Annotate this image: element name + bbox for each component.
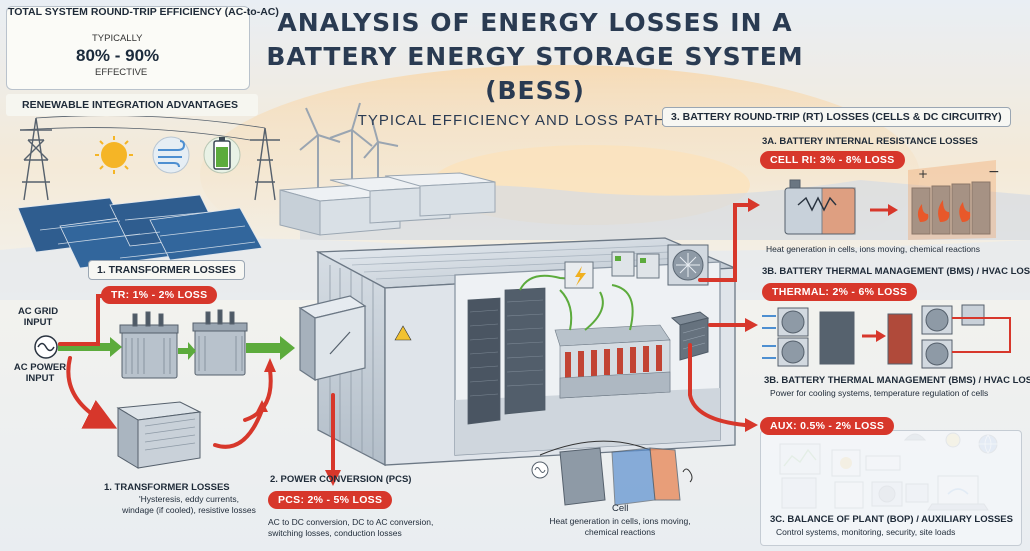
efficiency-title: TOTAL SYSTEM ROUND-TRIP EFFICIENCY (AC-t… xyxy=(8,6,279,18)
ac-power-input-label: AC POWER INPUT xyxy=(10,362,70,384)
aux-desc: Control systems, monitoring, security, s… xyxy=(776,527,956,537)
pcs-desc-line-1: AC to DC conversion, DC to AC conversion… xyxy=(268,517,434,527)
ac-power-input-line-2: INPUT xyxy=(25,373,55,384)
battery-3a-title: 3A. BATTERY INTERNAL RESISTANCE LOSSES xyxy=(762,136,978,147)
page-subtitle: TYPICAL EFFICIENCY AND LOSS PATHWAYS xyxy=(357,112,713,129)
transmission-tower-icon xyxy=(19,115,280,201)
hvac-fan-unit xyxy=(667,244,709,286)
battery-cells xyxy=(554,324,671,399)
ac-grid-input-label: AC GRID INPUT xyxy=(14,306,62,328)
battery-3a-loss-pill: CELL RI: 3% - 8% LOSS xyxy=(760,151,905,169)
battery-rt-header: 3. BATTERY ROUND-TRIP (RT) LOSSES (CELLS… xyxy=(662,107,1011,127)
hvac-illustration xyxy=(762,304,1011,369)
ac-power-input-line-1: AC POWER xyxy=(13,362,67,373)
ac-grid-input-line-2: INPUT xyxy=(23,317,53,328)
solar-panel-array xyxy=(17,194,263,269)
aux-cabinet xyxy=(670,311,710,361)
pcs-desc-line-2: switching losses, conduction losses xyxy=(268,528,402,538)
svg-text:−: − xyxy=(988,164,1000,180)
pcs-cabinet xyxy=(564,251,660,289)
battery-internal-resistance-illustration: + − xyxy=(784,160,1000,240)
renewables-banner xyxy=(6,94,258,116)
pcs-title: 2. POWER CONVERSION (PCS) xyxy=(270,474,412,485)
pcs-desc: AC to DC conversion, DC to AC conversion… xyxy=(268,517,488,539)
cell-closeup-illustration xyxy=(531,440,693,506)
cell-desc-line-2: chemical reactions xyxy=(584,527,656,537)
battery-3b-desc: Power for cooling systems, temperature r… xyxy=(770,388,989,398)
renewables-title: RENEWABLE INTEGRATION ADVANTAGES xyxy=(22,99,239,111)
page-title-line-2: BATTERY ENERGY STORAGE SYSTEM (BESS) xyxy=(266,42,804,105)
ac-source-icon xyxy=(34,335,58,359)
transformer-header: 1. TRANSFORMER LOSSES xyxy=(88,260,245,280)
ac-grid-input-line-1: AC GRID xyxy=(17,306,59,317)
aux-loss-pill: AUX: 0.5% - 2% LOSS xyxy=(760,417,895,435)
svg-text:+: + xyxy=(918,167,928,181)
battery-3b-repeat-title: 3B. BATTERY THERMAL MANAGEMENT (BMS) / H… xyxy=(764,375,1030,386)
pcs-loss-pill: PCS: 2% - 5% LOSS xyxy=(268,491,393,509)
dc-wiring xyxy=(519,274,634,331)
efficiency-range: 80% - 90% xyxy=(76,46,160,65)
bop-panel xyxy=(760,430,1022,546)
renewable-sun-icon xyxy=(95,136,133,174)
battery-3b-title: 3B. BATTERY THERMAL MANAGEMENT (BMS) / H… xyxy=(762,266,1030,277)
transformer-desc-line-2: windage (if cooled), resistive losses xyxy=(122,505,256,515)
battery-3b-loss-pill: THERMAL: 2% - 6% LOSS xyxy=(762,283,918,301)
efficiency-panel xyxy=(6,6,250,90)
pcs-inverter xyxy=(298,295,412,382)
battery-charge-icon xyxy=(203,136,241,174)
transformer-loss-pill: TR: 1% - 2% LOSS xyxy=(101,286,218,304)
cell-desc: Heat generation in cells, ions moving, c… xyxy=(520,516,720,538)
energy-flow-arrows xyxy=(58,336,295,360)
aux-title: 3C. BALANCE OF PLANT (BOP) / AUXILIARY L… xyxy=(770,514,1013,525)
transformer-desc-line-1: 'Hysteresis, eddy currents, xyxy=(139,494,239,504)
cell-desc-line-1: Heat generation in cells, ions moving, xyxy=(549,516,691,526)
battery-3a-desc: Heat generation in cells, ions moving, c… xyxy=(766,244,981,254)
wind-icon xyxy=(152,136,190,174)
page-title-line-1: ANALYSIS OF ENERGY LOSSES IN A xyxy=(277,8,793,37)
transformer-footer-desc: 'Hysteresis, eddy currents, windage (if … xyxy=(104,494,274,516)
transformer-footer-title: 1. TRANSFORMER LOSSES xyxy=(104,482,230,493)
efficiency-effective: EFFECTIVE xyxy=(95,67,148,78)
background-containers xyxy=(279,172,496,236)
cell-label: Cell xyxy=(612,503,629,514)
battery-racks xyxy=(467,287,546,425)
title-block: ANALYSIS OF ENERGY LOSSES IN A BATTERY E… xyxy=(250,6,820,129)
efficiency-typically: TYPICALLY xyxy=(92,33,143,44)
wind-turbine-icon xyxy=(299,102,399,190)
transformer-icon xyxy=(116,309,248,469)
loss-arrows xyxy=(58,203,750,472)
